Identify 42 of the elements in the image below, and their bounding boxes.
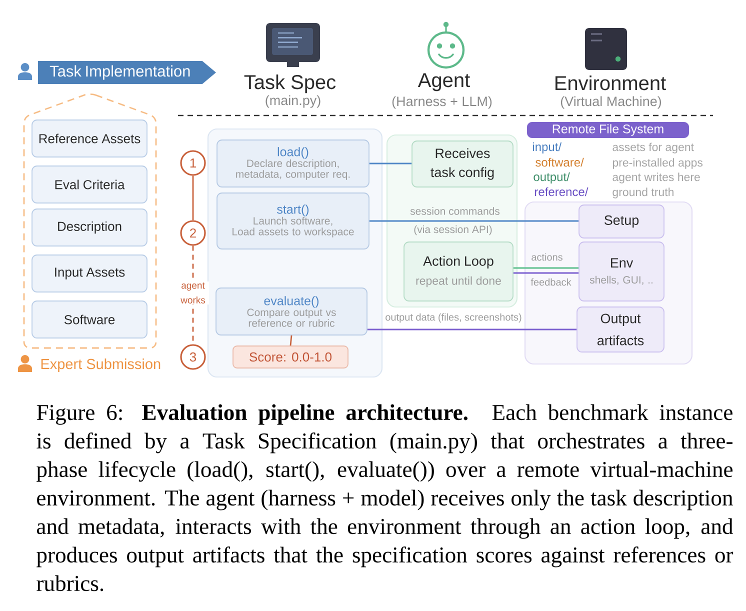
edge-label: agent works [177,282,209,304]
folder-note: pre-installed apps [612,158,703,169]
column-heading: Task Spec [244,74,336,94]
connector-line [513,267,579,269]
process-box: Action Loop repeat until done [404,242,514,302]
function-box: evaluate() Compare output vs reference or rubric [216,288,368,336]
connector-line [369,220,579,222]
edge-label: session commands [410,207,500,215]
function-box: start() Launch software, Load assets to workspace [216,192,370,250]
asset-box: Input Assets [32,254,148,292]
folder-name: reference/ [535,187,588,196]
process-box: Setup [578,204,664,238]
group-label: Expert Submission [41,358,160,372]
edge-label: actions [532,253,562,261]
function-box: load() Declare description, metadata, computer req. [216,140,370,188]
connector-line [513,272,579,274]
edge-label: output data (files, screenshots) [386,313,522,323]
connector-line [290,335,292,346]
asset-box: Software [32,300,148,338]
connector-line [192,176,194,220]
process-box: Receives task config [412,140,514,188]
connector-line [367,328,577,330]
column-subheading: (Virtual Machine) [560,96,662,109]
asset-box: Description [32,208,148,246]
asset-box: Reference Assets [32,120,148,158]
score-box: Score: 0.0-1.0 [232,346,348,368]
column-subheading: (Harness + LLM) [392,96,492,109]
folder-name: output/ [534,172,570,184]
edge-label: feedback [530,278,572,286]
column-heading: Environment [556,76,666,90]
connector-line [369,162,412,164]
column-heading: Agent [418,73,470,92]
column-subheading: (main.py) [266,95,320,108]
caption: Figure 6: Evaluation pipeline architecture. Each benchmark instance is defined by a Task Specification (main.py) that orchestrates a three-phase lifecycle (load(), start(), evaluate()) over a remote virtual-machine environment. The agent (harness + model) receives only the task description and metadata, interacts with the environment through an action loop, and produces output artifacts that the specification scores against references or rubrics. [36,404,734,592]
edge-note: (via session API) [414,225,492,236]
header-bar: Remote File System [527,122,689,138]
folder-name: software/ [536,158,584,167]
folder-name: input/ [533,142,562,154]
process-box: Env shells, GUI, .. [578,242,664,302]
process-box: Output artifacts [576,306,664,352]
asset-box: Eval Criteria [32,166,148,204]
folder-note: agent writes here [612,172,700,184]
